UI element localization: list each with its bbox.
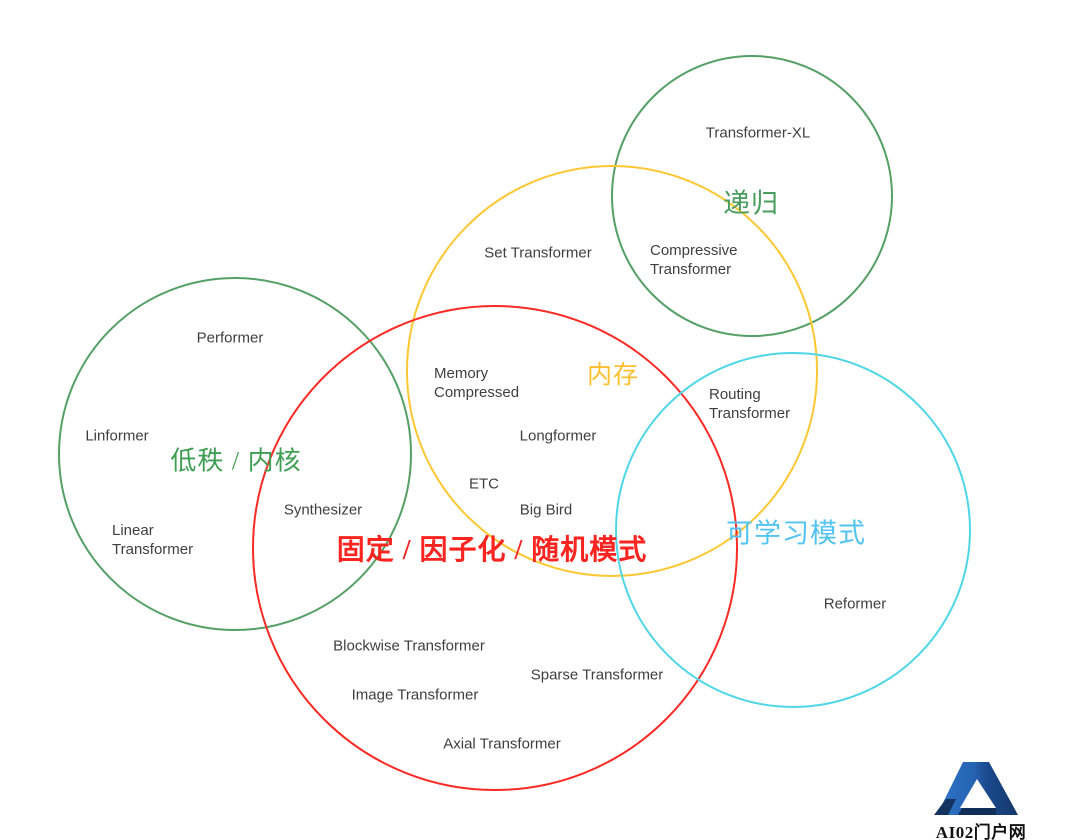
category-label-recurrence: 递归 — [723, 188, 779, 219]
logo-a-left-foot-shape — [934, 799, 956, 815]
category-label-learnable-patterns: 可学习模式 — [726, 518, 866, 549]
model-label-big-bird: Big Bird — [519, 501, 573, 519]
model-label-sparse-transformer: Sparse Transformer — [530, 666, 664, 684]
site-logo-a-icon — [934, 762, 1018, 815]
model-label-blockwise-transformer: Blockwise Transformer — [333, 637, 485, 655]
model-label-synthesizer: Synthesizer — [283, 501, 363, 519]
model-label-linear-transformer: Linear Transformer — [112, 522, 194, 558]
model-label-memory-compressed: Memory Compressed — [434, 365, 520, 401]
watermark-text: AI02门户网 — [935, 823, 1027, 840]
model-label-reformer: Reformer — [823, 595, 887, 613]
model-label-transformer-xl: Transformer-XL — [705, 124, 811, 142]
logo-a-inner-triangle — [960, 779, 996, 808]
model-label-routing-transformer: Routing Transformer — [709, 386, 791, 422]
model-label-set-transformer: Set Transformer — [484, 244, 592, 262]
logo-a-crossbar-shape — [958, 808, 996, 815]
category-label-memory: 内存 — [586, 362, 640, 389]
category-label-fixed-factorized-random: 固定 / 因子化 / 随机模式 — [336, 535, 648, 566]
model-label-etc: ETC — [469, 475, 499, 493]
model-label-longformer: Longformer — [519, 427, 597, 445]
venn-circle-recurrence — [611, 55, 893, 337]
model-label-linformer: Linformer — [85, 427, 149, 445]
venn-circle-low-rank-kernels — [58, 277, 412, 631]
model-label-image-transformer: Image Transformer — [351, 686, 479, 704]
venn-circle-learnable-patterns — [615, 352, 971, 708]
model-label-performer: Performer — [196, 329, 264, 347]
model-label-axial-transformer: Axial Transformer — [443, 735, 561, 753]
venn-circle-memory — [406, 165, 818, 577]
category-label-low-rank-kernels: 低秩 / 内核 — [170, 446, 302, 476]
model-label-compressive-transformer: Compressive Transformer — [650, 242, 738, 278]
venn-circle-fixed-factorized-random — [252, 305, 738, 791]
